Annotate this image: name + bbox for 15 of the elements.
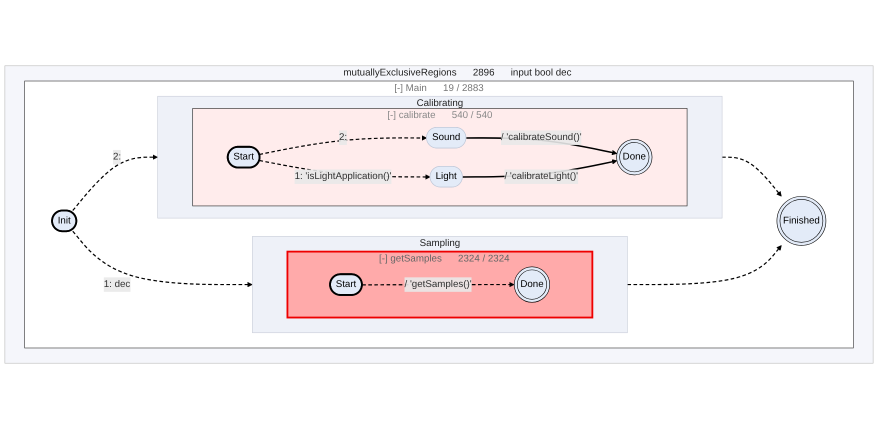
arrow: [627, 245, 782, 286]
edge-label: / 'calibrateSound()': [500, 132, 582, 143]
edge-label: 2:: [338, 132, 348, 143]
arrow: [72, 154, 158, 211]
arrow: [722, 156, 782, 197]
arrow: [72, 230, 253, 288]
edge-label: / 'getSamples()': [404, 279, 472, 290]
edge-label: 1: dec: [104, 279, 130, 290]
node-circle: Done: [616, 139, 652, 176]
node-circle: Done: [514, 266, 550, 303]
edge-label: 2:: [112, 152, 122, 162]
arrow: [259, 135, 428, 156]
edge-label: 1: 'isLightApplication()': [294, 171, 392, 182]
node-circle: Finished: [776, 196, 826, 246]
edge-label: / 'calibrateLight()': [504, 171, 578, 182]
